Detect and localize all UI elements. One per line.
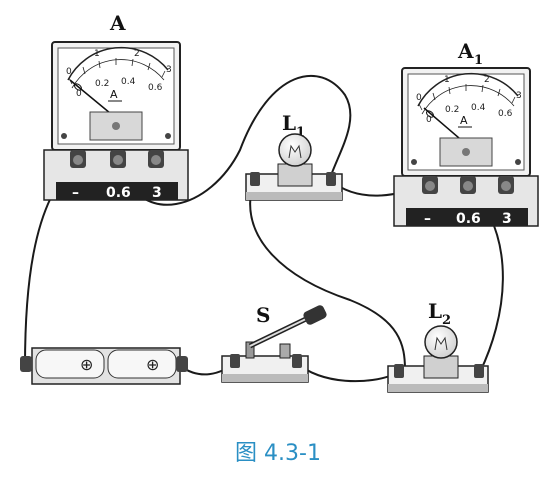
lamp-l2: L 2: [387, 299, 489, 393]
ammeter-main-label: A: [109, 11, 126, 35]
battery: ⊕ ⊕: [20, 347, 188, 385]
ammeter-branch-bottom-1: 0.2: [445, 105, 459, 115]
ammeter-branch-terminal-3: 3: [502, 211, 512, 227]
ammeter-main-unit: A: [110, 88, 118, 101]
ammeter-main-top-2: 2: [134, 49, 140, 59]
ammeter-branch-top-2: 2: [484, 75, 490, 85]
lamp1-label: L: [282, 111, 296, 135]
wire-lamp1-to-lamp2: [249, 179, 406, 371]
ammeter-main-top-3: 3: [166, 65, 172, 75]
ammeter-main-top-0: 0: [66, 67, 72, 77]
switch-handle: [303, 305, 327, 325]
ammeter-branch-bottom-0: 0: [426, 115, 432, 125]
ammeter-branch-label-sub: 1: [474, 53, 483, 68]
switch-s: S: [221, 303, 327, 383]
switch-label: S: [256, 303, 270, 327]
lamp-l1: L 1: [245, 111, 343, 201]
ammeter-main-bottom-0: 0: [76, 89, 82, 99]
battery-mark-1: ⊕: [80, 355, 93, 374]
ammeter-branch-top-1: 1: [444, 75, 450, 85]
ammeter-branch-bottom-3: 0.6: [498, 109, 513, 119]
ammeter-main-terminal-3: 3: [152, 185, 162, 201]
ammeter-main-top-1: 1: [94, 49, 100, 59]
ammeter-main-terminals: [70, 150, 164, 168]
ammeter-branch-top-3: 3: [516, 91, 522, 101]
lamp2-label-sub: 2: [442, 313, 451, 328]
ammeter-branch: A 1 0 1 2 3 0 0.2 0.4 0.6 A: [393, 39, 539, 227]
lamp1-label-sub: 1: [296, 125, 305, 140]
ammeter-main-terminal-06: 0.6: [106, 185, 131, 201]
ammeter-main-bottom-2: 0.4: [121, 77, 136, 87]
battery-mark-2: ⊕: [146, 355, 159, 374]
ammeter-branch-terminals: [422, 176, 514, 194]
ammeter-main: A 0 1 2 3 0 0.2 0.4 0.6 A: [43, 11, 189, 201]
lamp1-bulb: [278, 133, 312, 167]
ammeter-branch-label: A: [457, 39, 474, 63]
figure-caption: 图 4.3-1: [235, 441, 321, 466]
ammeter-branch-bottom-2: 0.4: [471, 103, 486, 113]
wire-ammeter-a-to-lamp1: [117, 74, 352, 206]
ammeter-branch-unit: A: [460, 114, 468, 127]
ammeter-main-bottom-1: 0.2: [95, 79, 109, 89]
lamp2-label: L: [428, 299, 442, 323]
ammeter-branch-top-0: 0: [416, 93, 422, 103]
ammeter-branch-terminal-neg: –: [424, 211, 431, 227]
ammeter-main-bottom-3: 0.6: [148, 83, 163, 93]
wire-switch-to-lamp2: [295, 361, 396, 383]
lamp2-bulb: [424, 325, 458, 359]
ammeter-branch-terminal-06: 0.6: [456, 211, 481, 227]
ammeter-main-terminal-neg: –: [72, 185, 79, 201]
